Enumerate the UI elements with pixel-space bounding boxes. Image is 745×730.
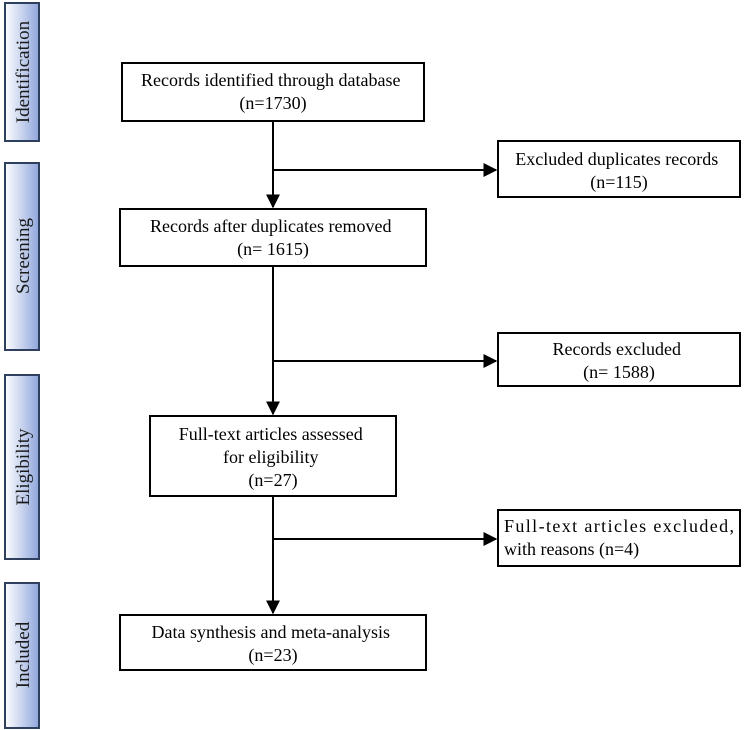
box-fulltext-assessed-line-1: Full-text articles assessed [179, 424, 363, 444]
box-fulltext-assessed-line-3: (n=27) [248, 470, 297, 491]
box-records-excluded: Records excluded (n= 1588) [497, 332, 741, 387]
box-fulltext-excluded-line-1: Full-text articles excluded, [504, 516, 734, 536]
stage-included-label: Included [13, 621, 34, 688]
box-records-excluded-line-1: Records excluded [553, 339, 681, 359]
box-records-after-duplicates: Records after duplicates removed (n= 161… [119, 208, 427, 267]
box-excluded-duplicates: Excluded duplicates records (n=115) [497, 140, 741, 198]
stage-eligibility-label: Eligibility [13, 428, 34, 506]
stage-screening-label: Screening [13, 218, 34, 294]
box-data-synthesis-line-2: (n=23) [248, 645, 297, 666]
box-records-after-duplicates-line-2: (n= 1615) [237, 239, 309, 260]
svg-text:Data synthesis and meta-analys: Data synthesis and meta-analysis (n=23) [152, 622, 395, 666]
svg-text:Full-text articles assessed: Full-text articles assessed for eligibil… [179, 424, 367, 491]
svg-text:Records identified through dat: Records identified through database (n=1… [141, 70, 405, 114]
box-data-synthesis-line-1: Data synthesis and meta-analysis [152, 622, 390, 642]
box-records-excluded-line-2: (n= 1588) [583, 362, 655, 383]
box-fulltext-excluded-line-2: with reasons (n=4) [504, 539, 639, 560]
box-data-synthesis: Data synthesis and meta-analysis (n=23) [119, 614, 427, 671]
svg-text:Excluded duplicates records: Excluded duplicates records (n=115) [515, 149, 722, 193]
box-excluded-duplicates-line-2: (n=115) [590, 172, 647, 193]
box-records-identified-line-2: (n=1730) [239, 93, 306, 114]
box-records-after-duplicates-line-1: Records after duplicates removed [150, 216, 391, 236]
box-fulltext-assessed-line-2: for eligibility [223, 447, 318, 467]
stage-eligibility: Eligibility [4, 374, 40, 560]
svg-text:Records after duplicates remov: Records after duplicates removed (n= 161… [150, 216, 396, 260]
stage-identification: Identification [4, 2, 40, 142]
box-excluded-duplicates-line-1: Excluded duplicates records [515, 149, 718, 169]
svg-text:Full-text articles excluded,: Full-text articles excluded, with reason… [504, 516, 740, 560]
box-fulltext-assessed: Full-text articles assessed for eligibil… [149, 415, 397, 497]
stage-identification-label: Identification [13, 20, 34, 123]
svg-text:Records excluded (n= 158: Records excluded (n= 1588) [553, 339, 686, 383]
stage-included: Included [4, 582, 40, 729]
stage-screening: Screening [4, 162, 40, 351]
box-records-identified-line-1: Records identified through database [141, 70, 400, 90]
box-fulltext-excluded: Full-text articles excluded, with reason… [497, 509, 741, 567]
box-records-identified: Records identified through database (n=1… [121, 62, 425, 122]
